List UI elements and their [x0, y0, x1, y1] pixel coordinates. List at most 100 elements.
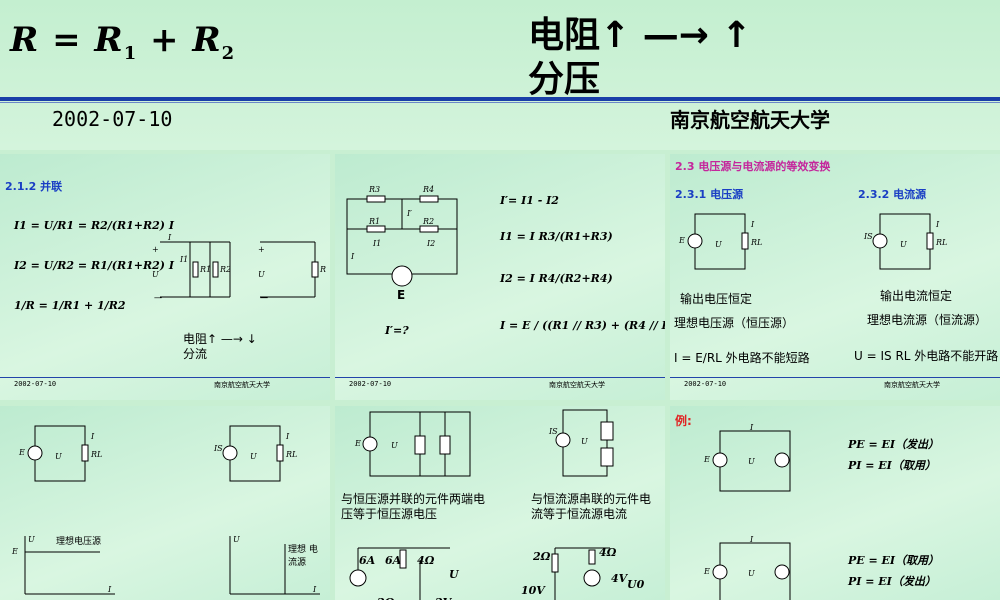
svg-text:—: — [154, 293, 162, 302]
footer-date: 2002-07-10 [349, 380, 392, 388]
svg-text:U: U [748, 569, 755, 578]
label-2v: 2V [435, 596, 451, 600]
svg-text:+: + [258, 245, 265, 254]
equation-i-prime: I′= I1 - I2 [500, 194, 559, 207]
equation-i1: I1 = I R3/(R1+R3) [500, 230, 613, 243]
slide-footer: 2002-07-10 南京航空航天大学 [670, 377, 1000, 392]
svg-text:I: I [90, 432, 95, 441]
svg-text:IS: IS [548, 427, 558, 436]
svg-text:U: U [581, 437, 588, 446]
svg-text:U: U [715, 240, 722, 249]
question-text: I′=? [385, 324, 409, 337]
label-4v: 4V [611, 572, 628, 585]
svg-text:I: I [312, 585, 317, 594]
svg-text:I: I [749, 423, 754, 432]
vs-note-1: 输出电压恒定 [680, 292, 753, 306]
slide-footer: 2002-07-10 南京航空航天大学 [0, 377, 330, 392]
svg-text:E: E [11, 547, 18, 556]
svg-text:U: U [28, 535, 35, 544]
header-date: 2002-07-10 [52, 107, 173, 131]
svg-text:E: E [703, 567, 710, 576]
svg-text:+: + [152, 245, 159, 254]
svg-text:RL: RL [935, 238, 947, 247]
slide-thumbnail-parallel[interactable]: 2.1.2 并联 I1 = U/R1 = R2/(R1+R2) I I2 = U… [0, 154, 330, 400]
svg-text:R2: R2 [422, 217, 434, 226]
svg-text:I: I [935, 220, 940, 229]
label-u0: U0 [627, 578, 645, 591]
label-6a-2: 6A [385, 554, 402, 567]
svg-text:E: E [703, 455, 710, 464]
slide-header [0, 0, 1000, 150]
example-circuits [349, 547, 610, 600]
svg-text:I: I [167, 233, 172, 242]
title-line-2: 分压 [528, 59, 601, 100]
footer-date: 2002-07-10 [14, 380, 57, 388]
equation-total-current: I = E / ((R1 // R3) + (R4 // R2)) [500, 319, 665, 332]
footer-university: 南京航空航天大学 [884, 381, 940, 389]
equation-pe-supply: PE = EI（发出） [848, 438, 940, 451]
svg-text:I: I [107, 585, 112, 594]
current-source-title: 2.3.2 电流源 [858, 188, 927, 201]
svg-text:E: E [678, 236, 685, 245]
svg-text:U: U [391, 441, 398, 450]
svg-text:R: R [319, 265, 326, 274]
svg-text:U: U [250, 452, 257, 461]
section-title: 2.3 电压源与电流源的等效变换 [675, 160, 831, 173]
note-line-1: 电阻↑ —→ ↓ [183, 332, 257, 346]
label-10v: 10V [521, 584, 545, 597]
svg-text:R4: R4 [422, 185, 434, 194]
title-line-1: 电阻↑ —→ ↑ [528, 15, 752, 56]
svg-text:RL: RL [285, 450, 297, 459]
equation-i2: I2 = U/R2 = R1/(R1+R2) I [14, 259, 174, 272]
label-4ohm-1: 4Ω [417, 554, 435, 567]
svg-text:E: E [18, 448, 25, 457]
svg-text:U: U [152, 270, 159, 279]
label-u: U [449, 568, 459, 581]
series-rule-note: 与恒流源串联的元件电流等于恒流源电流 [531, 492, 652, 521]
note-line-2: 分流 [183, 347, 208, 361]
svg-text:I: I [285, 432, 290, 441]
slide-title: 电阻↑ —→ ↑ 分压 [528, 14, 752, 102]
svg-text:RL: RL [750, 238, 762, 247]
current-source-series-circuit: IS U [548, 409, 614, 477]
voltage-source-characteristic-graph: E U I [11, 535, 115, 595]
equation-pe-absorb: PE = EI（取用） [848, 554, 940, 567]
equation-pi-absorb: PI = EI（取用） [848, 459, 936, 472]
svg-text:U: U [55, 452, 62, 461]
svg-text:I′: I′ [406, 209, 412, 218]
svg-text:I1: I1 [372, 239, 381, 248]
label-6a-1: 6A [359, 554, 376, 567]
svg-text:IS: IS [863, 232, 873, 241]
footer-university: 南京航空航天大学 [214, 381, 270, 389]
example-label: 例: [675, 414, 692, 428]
svg-text:I2: I2 [426, 239, 435, 248]
vs-note-2: 理想电压源（恒压源） [674, 316, 795, 330]
equation-i2: I2 = I R4/(R2+R4) [500, 272, 613, 285]
current-source-characteristic-graph: UI [229, 535, 320, 595]
svg-text:R2: R2 [219, 265, 231, 274]
label-2ohm-2: 2Ω [377, 596, 394, 600]
graph-label-current: 理想 电流源 [288, 545, 318, 568]
current-divider-note: 电阻↑ —→ ↓ 分流 [183, 332, 257, 362]
svg-text:R3: R3 [368, 185, 380, 194]
svg-text:U: U [258, 270, 265, 279]
header-university: 南京航空航天大学 [670, 108, 830, 132]
graph-label-voltage: 理想电压源 [56, 537, 102, 547]
parallel-rule-note: 与恒压源并联的元件两端电压等于恒压源电压 [341, 492, 486, 521]
vs-note-3: I = E/RL 外电路不能短路 [674, 351, 810, 365]
label-4ohm-2: 4Ω [599, 546, 617, 559]
footer-university: 南京航空航天大学 [549, 381, 605, 389]
header-rule-thin [0, 102, 1000, 103]
svg-text:I: I [350, 252, 355, 261]
